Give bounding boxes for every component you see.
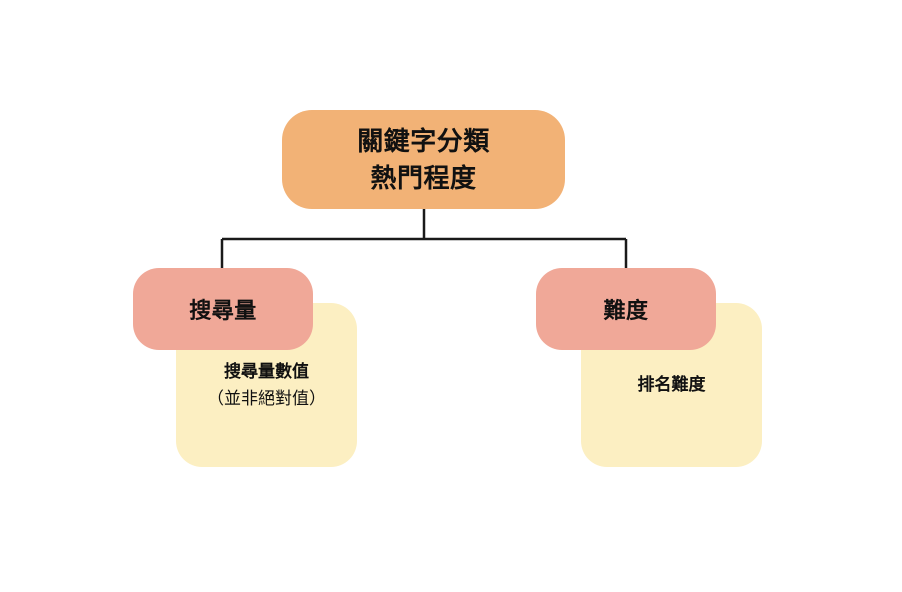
root-node-line-1: 關鍵字分類 — [357, 125, 490, 156]
branch-difficulty: 排名難度 難度 — [536, 268, 776, 473]
branch-pill-search-volume[interactable]: 搜尋量 — [133, 268, 313, 350]
branch-pill-label-search-volume: 搜尋量 — [189, 298, 257, 323]
card-title-search-volume: 搜尋量數值 — [224, 361, 309, 381]
branch-pill-label-difficulty: 難度 — [603, 298, 649, 323]
card-title-difficulty: 排名難度 — [637, 375, 706, 395]
card-subtitle-search-volume: （並非絕對值） — [207, 389, 326, 408]
root-node[interactable]: 關鍵字分類 熱門程度 — [282, 110, 565, 209]
branch-search-volume: 搜尋量數值 （並非絕對值） 搜尋量 — [133, 268, 373, 473]
branch-pill-difficulty[interactable]: 難度 — [536, 268, 716, 350]
root-node-line-2: 熱門程度 — [370, 162, 477, 193]
